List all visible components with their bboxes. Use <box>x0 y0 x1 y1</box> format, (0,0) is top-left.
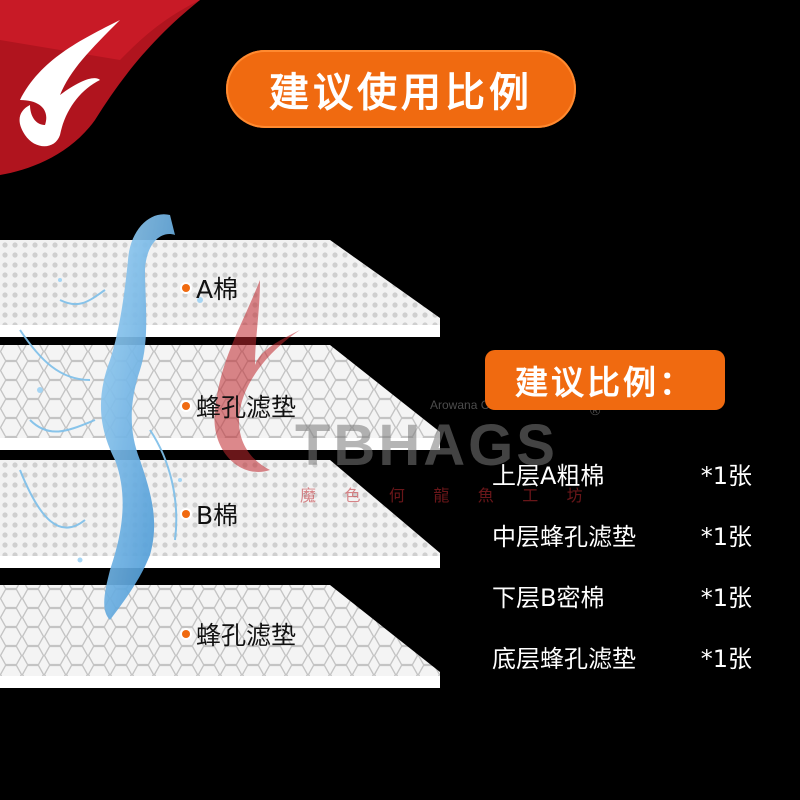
brand-logo-corner <box>0 0 200 175</box>
watermark-cn: 魔 色 何 龍 魚 工 坊 <box>300 488 595 505</box>
layer-b-cotton <box>0 460 440 568</box>
page-title: 建议使用比例 <box>269 70 533 116</box>
bullet-icon <box>182 284 190 292</box>
title-banner: 建议使用比例 <box>226 50 576 128</box>
layer-label-honeycomb-1: 蜂孔滤垫 <box>182 388 296 424</box>
water-flow <box>19 214 203 620</box>
layer-label-honeycomb-2: 蜂孔滤垫 <box>182 616 296 652</box>
bullet-icon <box>182 510 190 518</box>
ratio-row: 底层蜂孔滤垫 *1张 <box>492 645 752 673</box>
layer-label-a: A棉 <box>182 270 238 306</box>
ratio-heading: 建议比例： <box>515 363 695 402</box>
layer-a-cotton <box>0 240 440 337</box>
ratio-row: 下层B密棉 *1张 <box>492 584 752 612</box>
watermark-brand: TBHAGS <box>295 413 558 478</box>
watermark: Arowana Craftsmen Studio TBHAGS ® 魔 色 何 … <box>200 270 620 520</box>
bullet-icon <box>182 402 190 410</box>
ratio-heading-banner: 建议比例： <box>485 350 725 410</box>
bullet-icon <box>182 630 190 638</box>
ratio-row: 上层A粗棉 *1张 <box>492 462 752 490</box>
watermark-registered: ® <box>590 402 601 418</box>
ratio-row: 中层蜂孔滤垫 *1张 <box>492 523 752 551</box>
watermark-dragon-icon <box>214 280 300 472</box>
layer-label-b: B棉 <box>182 496 238 532</box>
